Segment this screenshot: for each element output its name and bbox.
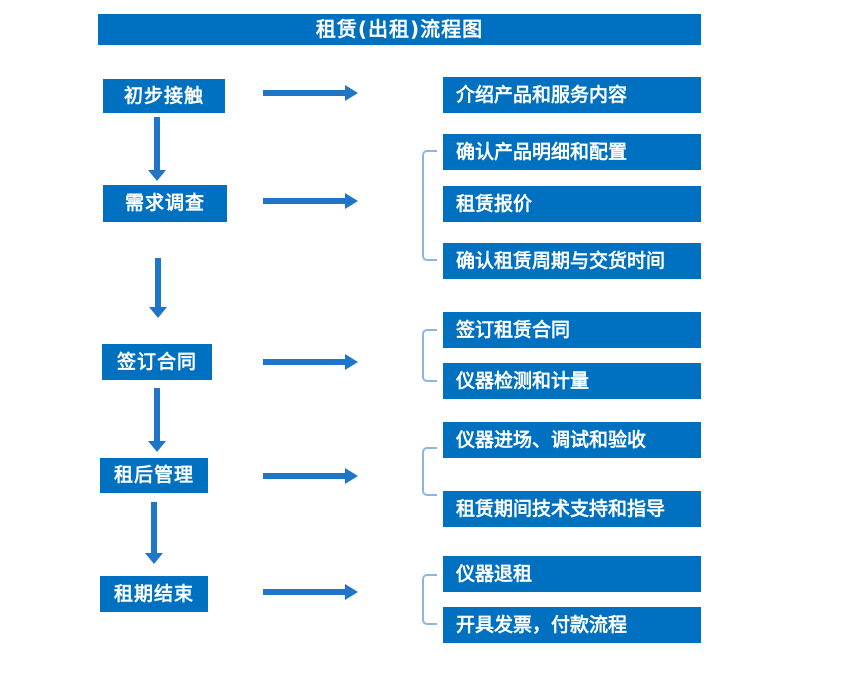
arrow-shaft [263,198,346,204]
detail-box-sign-rental-contract: 签订租赁合同 [443,312,701,348]
arrow-head-icon [345,193,358,209]
arrow-shaft [263,359,346,365]
arrow-down-3 [148,388,166,452]
stage-box-sign-contract: 签订合同 [102,344,212,380]
arrow-shaft [263,589,346,595]
detail-box-rental-quote: 租赁报价 [443,186,701,222]
detail-box-instrument-setup-acceptance: 仪器进场、调试和验收 [443,422,701,458]
arrow-down-2 [149,258,167,318]
flowchart-title: 租赁(出租)流程图 [98,14,701,45]
arrow-right-stage2 [263,193,358,209]
arrow-head-icon [149,307,167,318]
arrow-head-icon [345,468,358,484]
arrow-shaft [263,473,346,479]
arrow-down-1 [148,117,166,181]
group-bracket-stage2 [422,150,437,261]
detail-box-confirm-product-config: 确认产品明细和配置 [443,134,701,170]
group-bracket-stage4 [422,447,437,496]
arrow-head-icon [148,170,166,181]
arrow-shaft [151,502,157,553]
detail-box-confirm-period-delivery: 确认租赁周期与交货时间 [443,243,701,279]
arrow-shaft [154,117,160,170]
arrow-shaft [154,388,160,441]
stage-box-demand-survey: 需求调查 [103,185,227,222]
arrow-shaft [155,258,161,307]
detail-box-instrument-return: 仪器退租 [443,556,701,592]
group-bracket-stage3 [422,329,437,382]
detail-box-technical-support: 租赁期间技术支持和指导 [443,491,701,527]
arrow-down-4 [145,502,163,564]
group-bracket-stage5 [422,574,437,625]
arrow-right-stage1 [263,85,358,101]
stage-box-rental-end: 租期结束 [100,576,208,612]
arrow-head-icon [345,85,358,101]
arrow-right-stage3 [263,354,358,370]
arrow-head-icon [148,441,166,452]
detail-box-instrument-testing: 仪器检测和计量 [443,363,701,399]
arrow-shaft [263,90,346,96]
detail-box-intro-products: 介绍产品和服务内容 [443,77,701,113]
stage-box-post-rental-management: 租后管理 [100,458,208,493]
arrow-right-stage4 [263,468,358,484]
arrow-head-icon [345,354,358,370]
arrow-right-stage5 [263,584,358,600]
arrow-head-icon [145,553,163,564]
arrow-head-icon [345,584,358,600]
stage-box-initial-contact: 初步接触 [103,79,225,113]
detail-box-invoice-payment: 开具发票，付款流程 [443,607,701,643]
